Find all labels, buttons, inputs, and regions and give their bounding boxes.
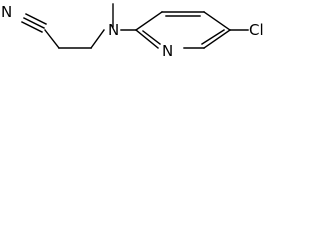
amine-nitrogen-label: N bbox=[108, 21, 119, 39]
bond-ring-inner-right bbox=[201, 29, 225, 45]
pyridine-nitrogen-label: N bbox=[162, 42, 173, 60]
chemical-structure-drawing: N N N Cl bbox=[1, 3, 264, 60]
bond-ring-inner-left bbox=[142, 30, 161, 45]
bond-triple-2 bbox=[21, 21, 43, 33]
bond-ring-6 bbox=[135, 29, 159, 49]
molecule-structure-canvas: N N N Cl bbox=[0, 0, 278, 85]
bond-triple-3 bbox=[25, 13, 47, 25]
bond-ring-4 bbox=[203, 29, 231, 49]
bond-chain-3 bbox=[90, 29, 105, 49]
bond-ring-1 bbox=[135, 11, 163, 31]
bond-triple-1 bbox=[23, 17, 45, 29]
chlorine-label: Cl bbox=[249, 21, 264, 39]
bond-ring-3 bbox=[203, 11, 231, 31]
nitrile-nitrogen-label: N bbox=[1, 3, 12, 21]
bond-chain-1 bbox=[44, 29, 60, 49]
